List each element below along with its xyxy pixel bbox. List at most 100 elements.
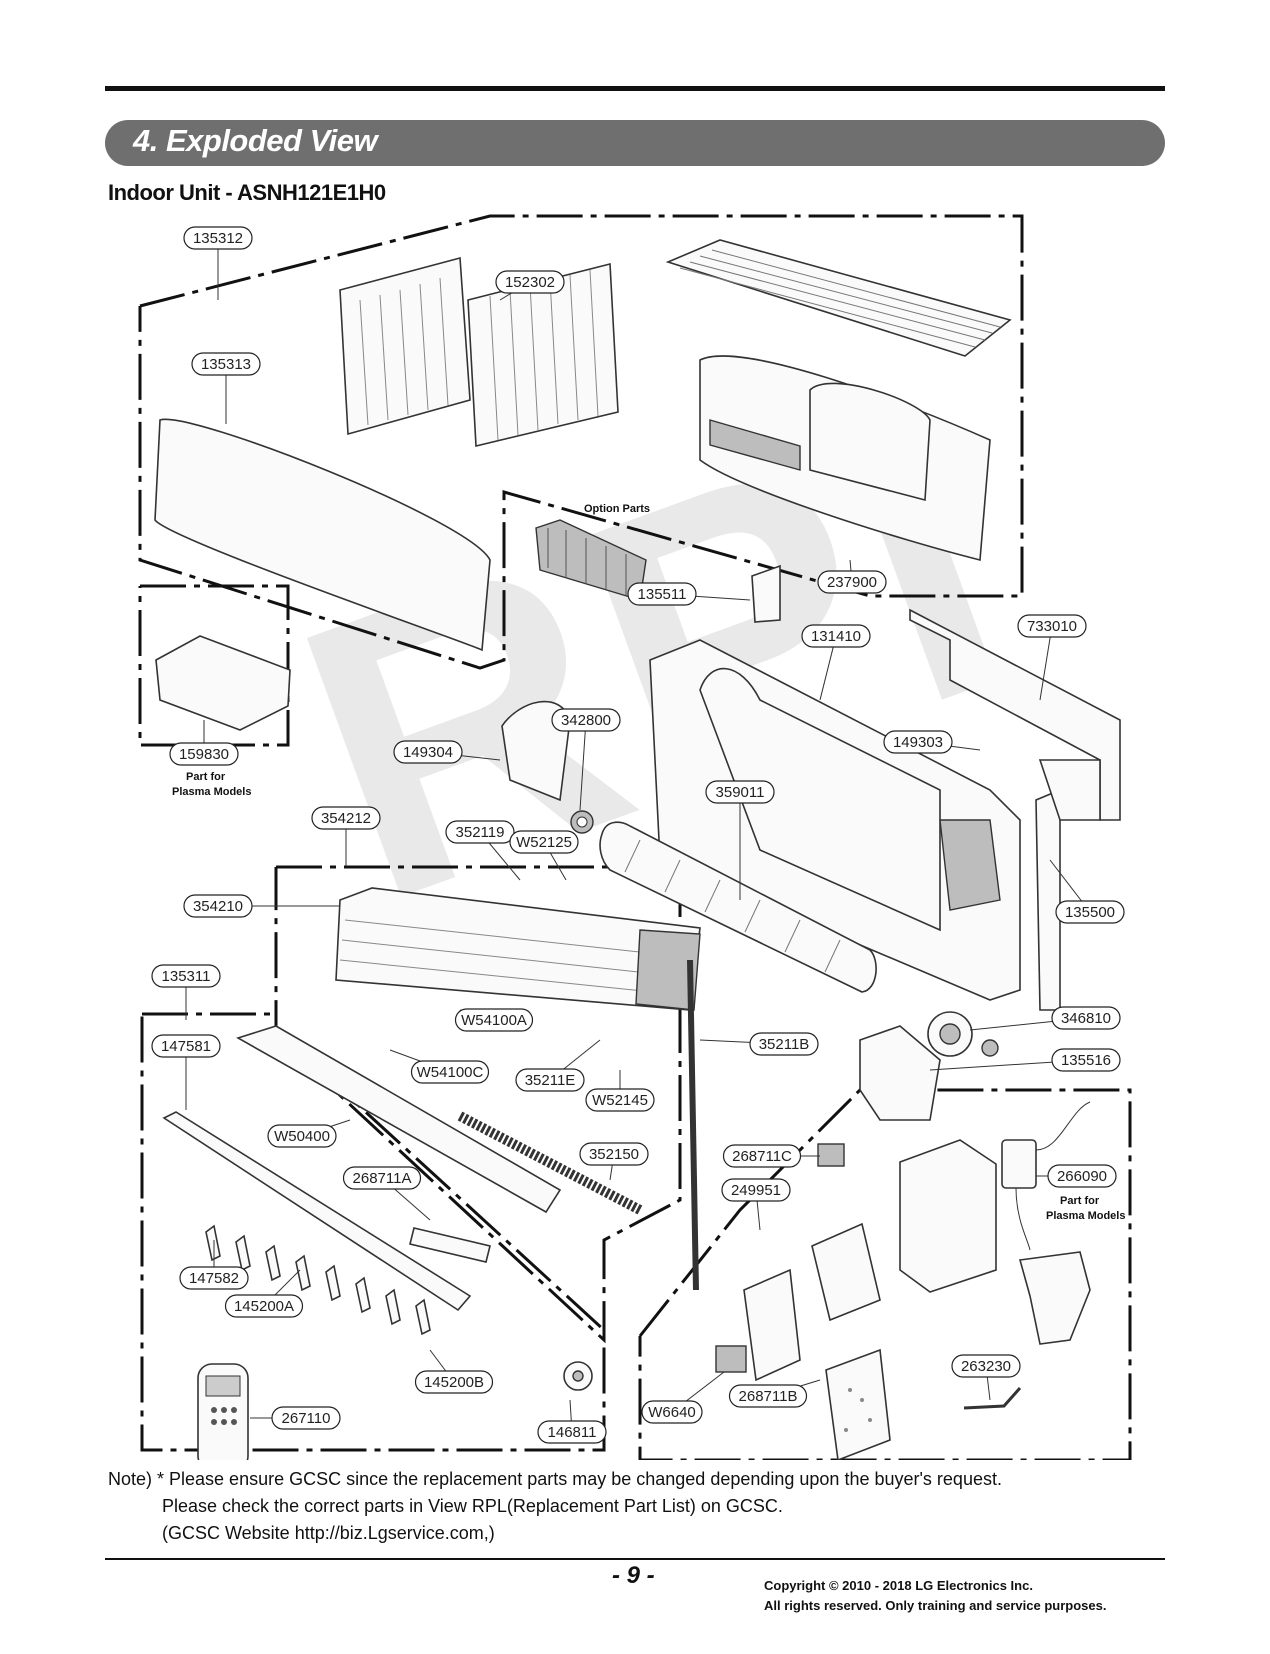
callout-bubble [445,820,515,844]
callout-352119: 352119 [445,820,515,844]
page-number: - 9 - [612,1562,655,1589]
note-line-1: Note) * Please ensure GCSC since the rep… [108,1469,1002,1489]
diagram-subtitle: Indoor Unit - ASNH121E1H0 [108,180,386,205]
callout-label: 354212 [321,810,371,827]
callout-label: 135516 [1061,1052,1111,1069]
callout-bubble [191,352,261,376]
callout-label: 135313 [201,356,251,373]
callout-bubble [1055,900,1125,924]
copyright-line-2: All rights reserved. Only training and s… [764,1598,1107,1613]
callout-159830: 159830 [169,742,239,766]
callout-W50400: W50400 [267,1124,337,1148]
callout-W54100C: W54100C [410,1060,490,1084]
callout-label: 268711C [732,1148,792,1165]
plasma-filter-group-boundary [138,584,290,747]
display-pcb-part [409,1227,491,1263]
callout-label: 268711B [739,1388,798,1405]
discharge-vane-part [162,1025,562,1312]
note-line-3: (GCSC Website http://biz.Lgservice.com,) [162,1523,495,1543]
discharge-group-boundary [140,1012,606,1452]
callout-147581: 147581 [151,1034,221,1058]
plasma-note-right-line1: Part for [1060,1195,1100,1207]
callout-bubble [627,582,697,606]
callout-bubble [705,780,775,804]
callout-359011: 359011 [705,780,775,804]
callout-135311: 135311 [151,964,221,988]
callout-bubble [817,570,887,594]
callout-label: 342800 [561,712,611,729]
callout-bubble [179,1266,249,1290]
callout-bubble [271,1406,341,1430]
terminal-block-part [715,1143,845,1373]
callout-249951: 249951 [721,1178,791,1202]
step-motor-part [563,1361,593,1391]
callout-bubble [151,1034,221,1058]
plasma-cover-part [1018,1251,1091,1345]
callout-35211B: 35211B [749,1032,819,1056]
callout-W52125: W52125 [509,830,579,854]
callout-bubble [410,1060,490,1084]
section-title: 4. Exploded View [133,123,378,158]
callout-733010: 733010 [1017,614,1087,638]
callout-W6640: W6640 [641,1400,703,1424]
plasma-power-supply-part [1001,1101,1091,1251]
callout-label: 135500 [1065,904,1115,921]
callout-bubble [393,740,463,764]
callout-label: W54100C [417,1064,484,1081]
callout-label: 146811 [548,1424,597,1441]
callout-label: 145200B [424,1374,484,1391]
callout-label: 359011 [716,784,765,801]
callout-label: 249951 [731,1182,781,1199]
callout-bubble [1017,614,1087,638]
callout-bubble [721,1178,791,1202]
callout-267110: 267110 [271,1406,341,1430]
callout-label: 152302 [505,274,555,291]
callout-bubble [454,1008,534,1032]
callout-145200B: 145200B [414,1370,494,1394]
callout-W54100A: W54100A [454,1008,534,1032]
callout-label: 266090 [1057,1168,1107,1185]
callout-label: 135511 [638,586,687,603]
left-bracket-part [501,700,571,802]
callout-bubble [537,1420,607,1444]
callout-149303: 149303 [883,730,953,754]
callout-bubble [579,1142,649,1166]
callout-135516: 135516 [1051,1048,1121,1072]
callout-bubble [749,1032,819,1056]
louver-part [205,1224,431,1336]
callout-352150: 352150 [579,1142,649,1166]
callout-bubble [183,226,253,250]
callout-bubble [883,730,953,754]
callout-label: 147582 [189,1270,239,1287]
callout-bubble [951,1354,1021,1378]
callout-bubble [1051,1048,1121,1072]
callout-label: 267110 [282,1410,331,1427]
callout-268711B: 268711B [728,1384,808,1408]
fan-motor-part [927,1011,999,1057]
callout-label: W6640 [648,1404,696,1421]
control-box-group-boundary [638,1088,1132,1460]
callout-bubble [342,1166,422,1190]
callout-label: 346810 [1061,1010,1111,1027]
top-rule [105,86,1165,91]
callout-label: 263230 [961,1358,1011,1375]
callout-bubble [551,708,621,732]
callout-354210: 354210 [183,894,253,918]
callout-346810: 346810 [1051,1006,1121,1030]
callout-147582: 147582 [179,1266,249,1290]
exploded-view-diagram: Option Parts Part for Plasma Models Part… [138,214,1132,1460]
callout-342800: 342800 [551,708,621,732]
callout-label: 147581 [161,1038,211,1055]
callout-268711A: 268711A [342,1166,422,1190]
callout-label: 135312 [193,230,243,247]
front-frame-part [699,355,991,562]
plasma-note-left-line1: Part for [186,771,226,783]
callout-146811: 146811 [537,1420,607,1444]
callout-131410: 131410 [801,624,871,648]
callout-135511: 135511 [627,582,697,606]
callout-bubble [169,742,239,766]
bearing-part [570,810,594,834]
replacement-note: Note) * Please ensure GCSC since the rep… [108,1466,1002,1547]
option-parts-label: Option Parts [584,503,650,515]
callout-135312: 135312 [183,226,253,250]
